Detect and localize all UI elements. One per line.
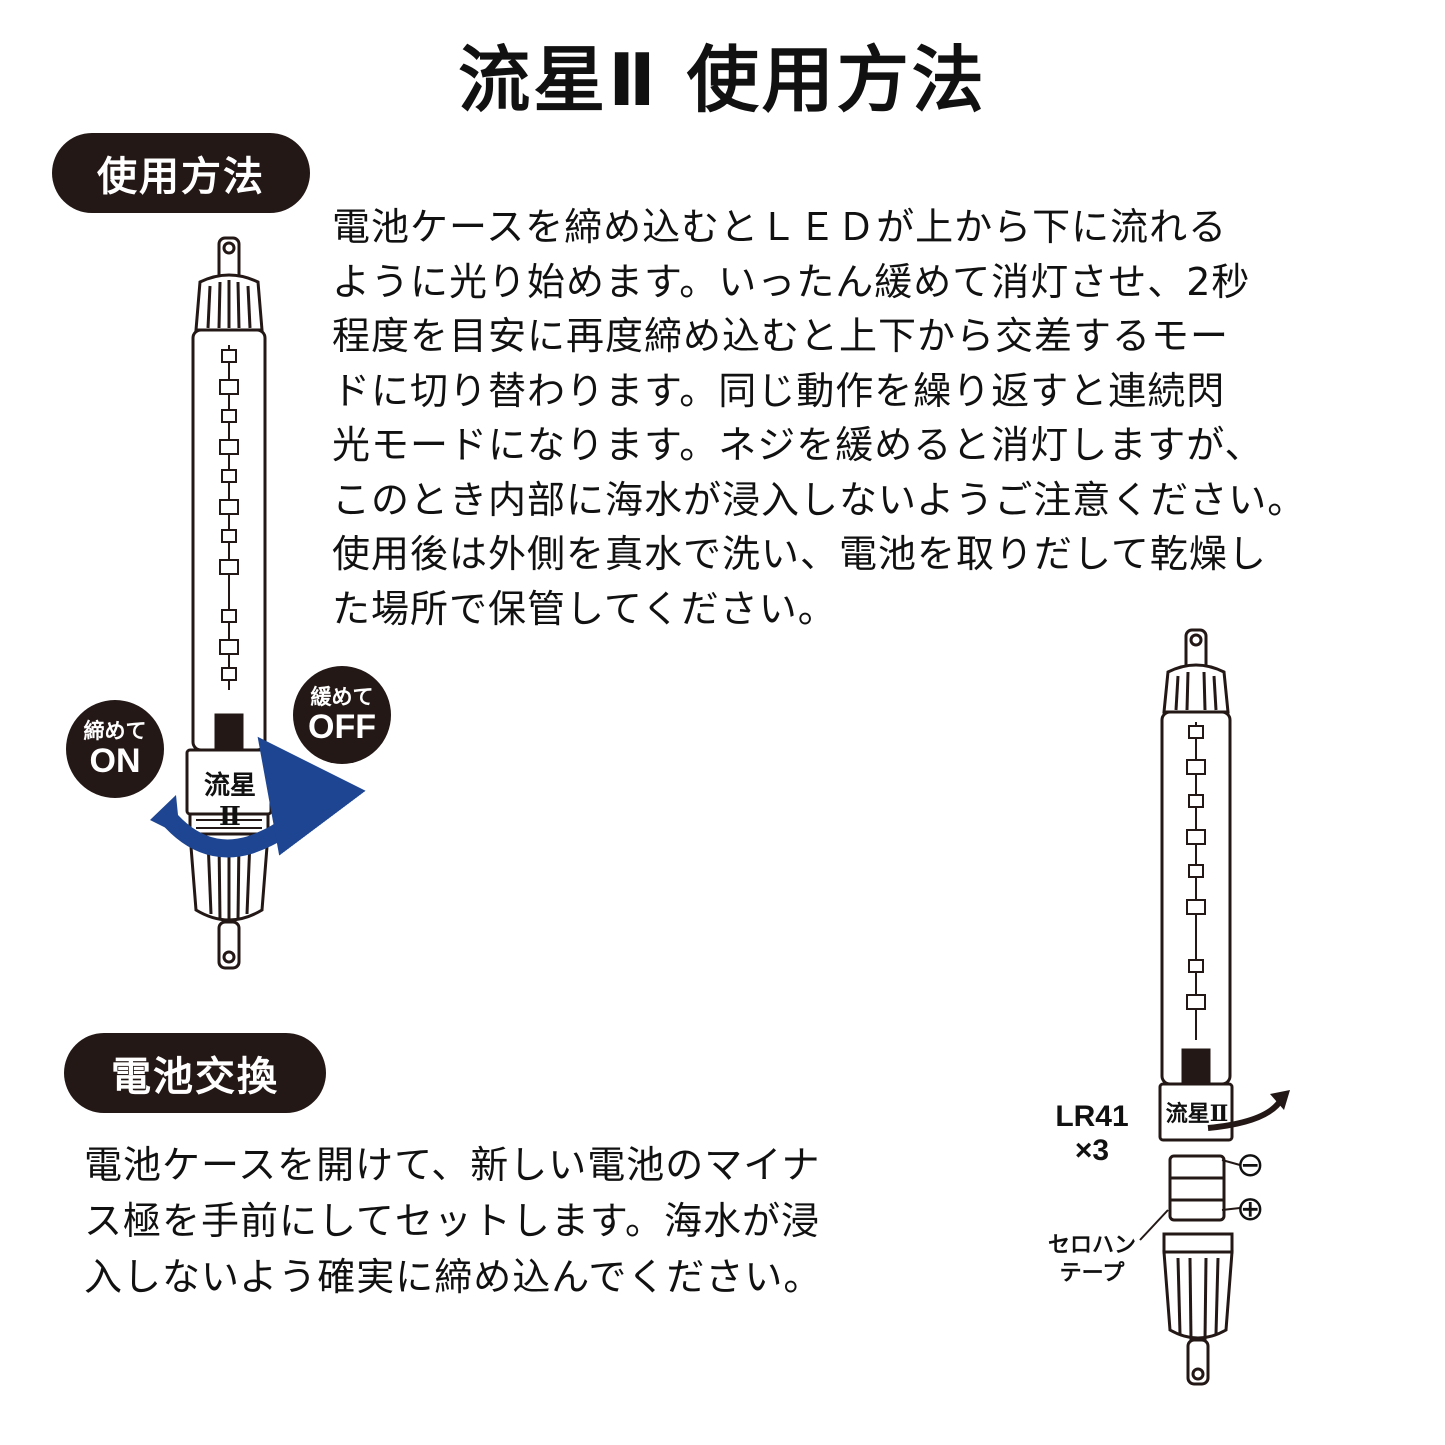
tighten-label: 締めて: [83, 719, 147, 743]
battery-type: LR41: [1055, 1100, 1129, 1133]
rotate-arrow-tail-icon: [150, 795, 180, 835]
cellophane-tape-label: セロハン テープ: [1040, 1232, 1144, 1288]
page-title: 流星Ⅱ 使用方法: [458, 38, 987, 122]
battery-count: ×3: [1074, 1134, 1110, 1167]
minus-icon: ⊖: [1236, 1145, 1265, 1185]
product-label-right: 流星Ⅱ: [1165, 1101, 1229, 1127]
loosen-off-badge: 緩めて OFF: [293, 666, 391, 764]
off-label: OFF: [308, 708, 376, 746]
tape-line1: セロハン: [1047, 1233, 1136, 1258]
light-stick-right: [1158, 628, 1234, 1386]
tighten-on-badge: 締めて ON: [66, 700, 164, 798]
usage-instructions: 電池ケースを締め込むとＬＥＤが上から下に流れる ように光り始めます。いったん緩め…: [332, 205, 1307, 631]
battery-spec: LR41 ×3: [1050, 1100, 1134, 1168]
usage-heading: 使用方法: [52, 133, 310, 213]
on-label: ON: [89, 742, 141, 780]
battery-heading: 電池交換: [64, 1033, 326, 1113]
plus-icon: ⊕: [1236, 1189, 1265, 1229]
rotate-arrow-icon: [154, 736, 366, 858]
product-label-left: 流星Ⅱ: [203, 771, 256, 832]
unscrew-arrow-head-icon: [1270, 1090, 1290, 1110]
battery-instructions: 電池ケースを開けて、新しい電池のマイナ ス極を手前にしてセットします。海水が浸 …: [84, 1143, 823, 1299]
light-stick-left: [185, 236, 273, 970]
loosen-label: 緩めて: [310, 685, 374, 709]
tape-line2: テープ: [1059, 1261, 1125, 1286]
